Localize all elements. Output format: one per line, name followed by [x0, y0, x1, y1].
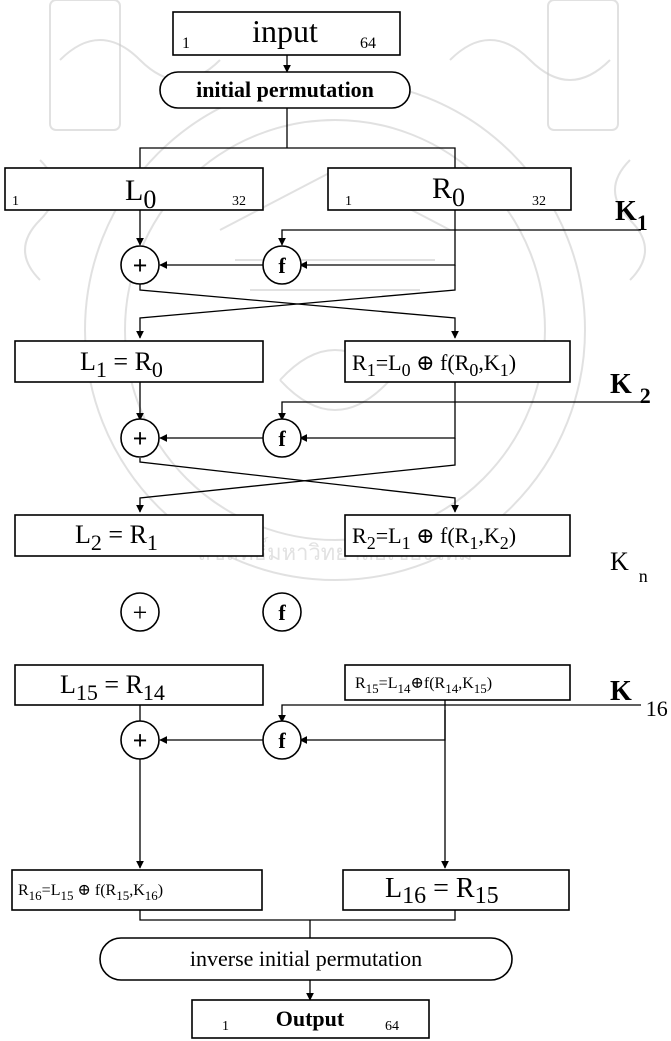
l0-left-bit: 1 — [12, 194, 19, 209]
l16-box: L16 = R15 — [343, 870, 569, 910]
output-box: 1 Output 64 — [192, 1000, 429, 1038]
f-node-round15: f — [263, 721, 301, 759]
key-k1: K1 — [615, 196, 648, 235]
svg-text:f: f — [278, 728, 286, 753]
f-node-round0: f — [263, 246, 301, 284]
svg-text:+: + — [133, 424, 148, 453]
inverse-permutation-label: inverse initial permutation — [190, 946, 422, 971]
output-left-bit: 1 — [222, 1019, 229, 1034]
r16-box: R16=L15 ⊕ f(R15,K16) — [12, 870, 262, 910]
r1-box: R1=L0 ⊕ f(R0,K1) — [345, 341, 570, 382]
input-left-bit: 1 — [182, 35, 190, 52]
input-label: input — [252, 13, 318, 49]
input-right-bit: 64 — [360, 35, 376, 52]
r0-left-bit: 1 — [345, 194, 352, 209]
svg-text:+: + — [133, 251, 148, 280]
xor-node-round15: + — [121, 721, 159, 759]
initial-permutation-node: initial permutation — [160, 72, 410, 108]
l1-box: L1 = R0 — [15, 341, 263, 382]
f-node-round1: f — [263, 419, 301, 457]
l15-box: L15 = R14 — [15, 665, 263, 705]
r0-box: 1 R0 32 — [328, 168, 571, 212]
l0-right-bit: 32 — [232, 194, 246, 209]
output-right-bit: 64 — [385, 1019, 399, 1034]
xor-node-round1: + — [121, 419, 159, 457]
xor-node-roundn: + — [121, 593, 159, 631]
l0-box: 1 L0 32 — [5, 168, 263, 214]
xor-node-round0: + — [121, 246, 159, 284]
f-node-roundn: f — [263, 593, 301, 631]
r2-box: R2=L1 ⊕ f(R1,K2) — [345, 515, 570, 556]
r15-box: R15=L14⊕f(R14,K15) — [345, 665, 570, 700]
input-box: 1 input 64 — [173, 12, 400, 55]
svg-text:f: f — [278, 600, 286, 625]
inverse-permutation-node: inverse initial permutation — [100, 938, 512, 980]
svg-text:f: f — [278, 426, 286, 451]
key-k16: K16 — [610, 676, 668, 721]
svg-text:f: f — [278, 253, 286, 278]
svg-text:+: + — [133, 726, 148, 755]
svg-text:+: + — [133, 598, 148, 627]
l2-box: L2 = R1 — [15, 515, 263, 556]
r0-right-bit: 32 — [532, 194, 546, 209]
initial-permutation-label: initial permutation — [196, 77, 374, 102]
output-label: Output — [276, 1006, 345, 1031]
